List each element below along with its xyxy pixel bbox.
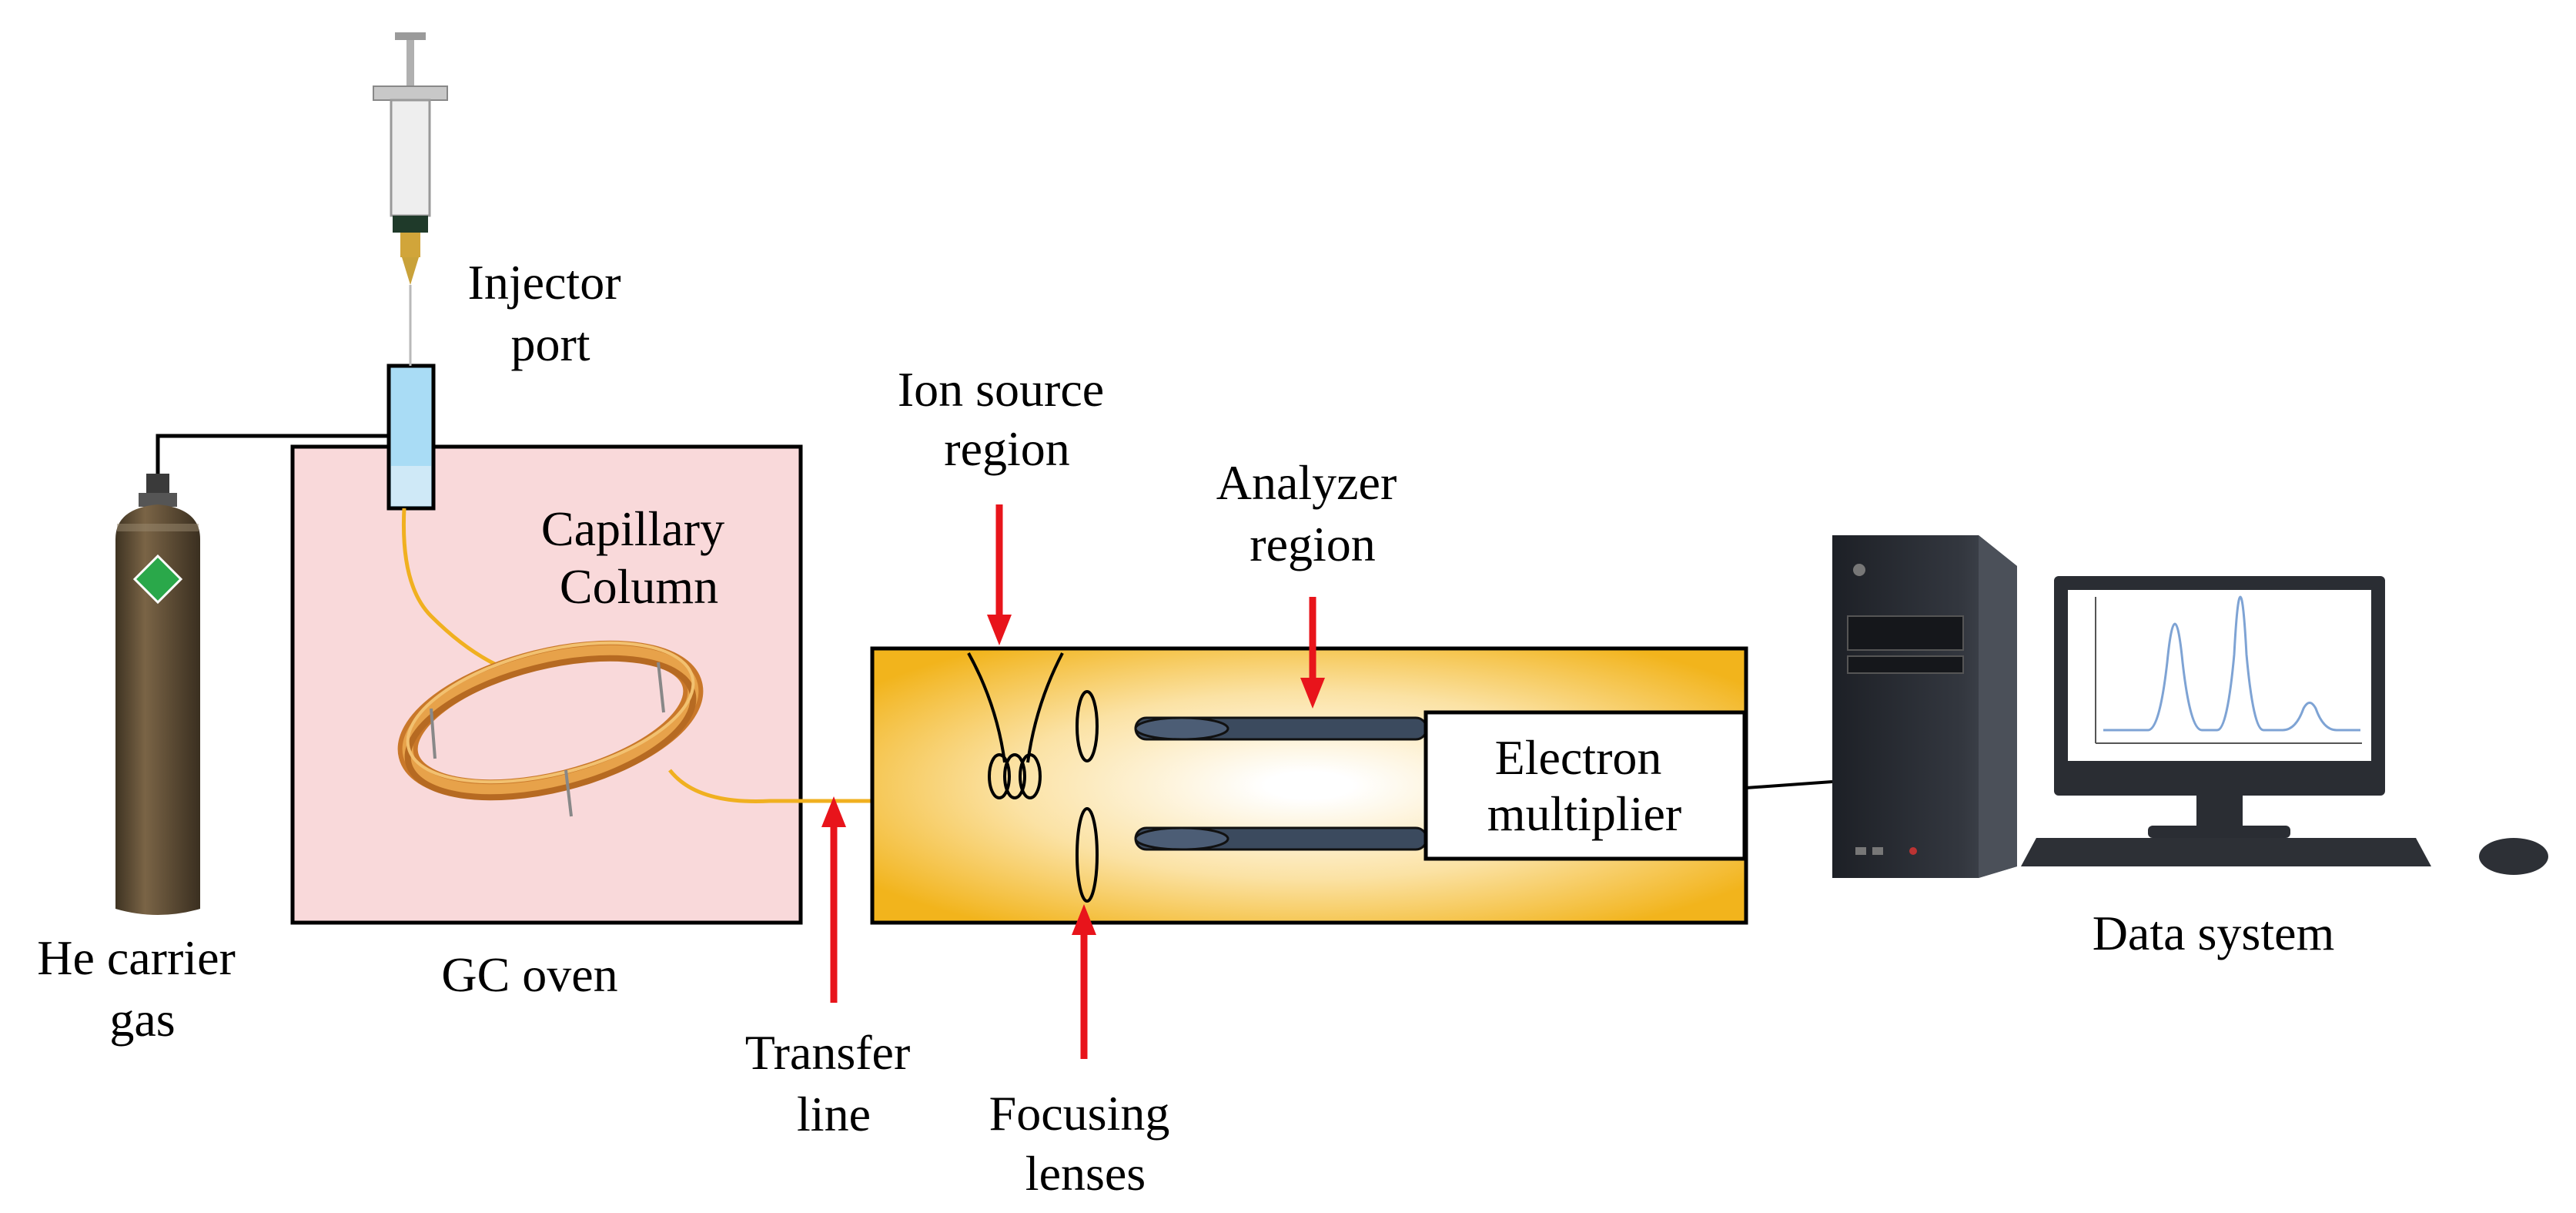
transfer-line-label: Transfer line — [745, 1025, 923, 1141]
arrow-transfer-line — [821, 796, 846, 1003]
capillary-column-icon — [397, 640, 704, 817]
mouse-icon — [2479, 838, 2548, 875]
gc-oven-box — [290, 444, 803, 925]
chromatogram-screen — [2095, 595, 2362, 744]
keyboard-icon — [2021, 838, 2431, 866]
ion-source-filament — [967, 652, 1064, 799]
arrow-ion-source — [987, 504, 1012, 645]
arrow-focusing-lenses — [1072, 904, 1096, 1059]
computer-tower-icon — [1832, 535, 2017, 878]
arrow-analyzer — [1300, 597, 1325, 709]
he-carrier-gas-label: He carrier gas — [37, 930, 248, 1047]
data-system-label: Data system — [2093, 906, 2335, 960]
electron-multiplier-box — [1423, 710, 1747, 861]
monitor-icon — [2054, 576, 2385, 838]
data-cable — [1745, 780, 1833, 789]
analyzer-region-label: Analyzer region — [1216, 455, 1410, 571]
syringe-icon — [373, 32, 448, 366]
focusing-lenses-label: Focusing lenses — [989, 1086, 1183, 1201]
injector-port — [386, 364, 436, 511]
gas-cylinder-icon — [115, 474, 200, 915]
column-outlet-tube — [668, 769, 939, 803]
focusing-lens-upper — [1076, 690, 1099, 762]
analyzer-rod-upper — [1134, 716, 1428, 741]
ion-source-region-label: Ion source region — [898, 362, 1116, 476]
analyzer-rod-lower — [1134, 826, 1428, 851]
injector-port-label: Injector port — [468, 255, 634, 371]
column-inlet-tube — [401, 508, 509, 672]
gc-oven-label: GC oven — [441, 947, 617, 1002]
focusing-lens-lower — [1076, 807, 1099, 903]
electron-multiplier-label: Electron multiplier — [1487, 730, 1681, 841]
capillary-column-label: Capillary Column — [541, 501, 737, 614]
